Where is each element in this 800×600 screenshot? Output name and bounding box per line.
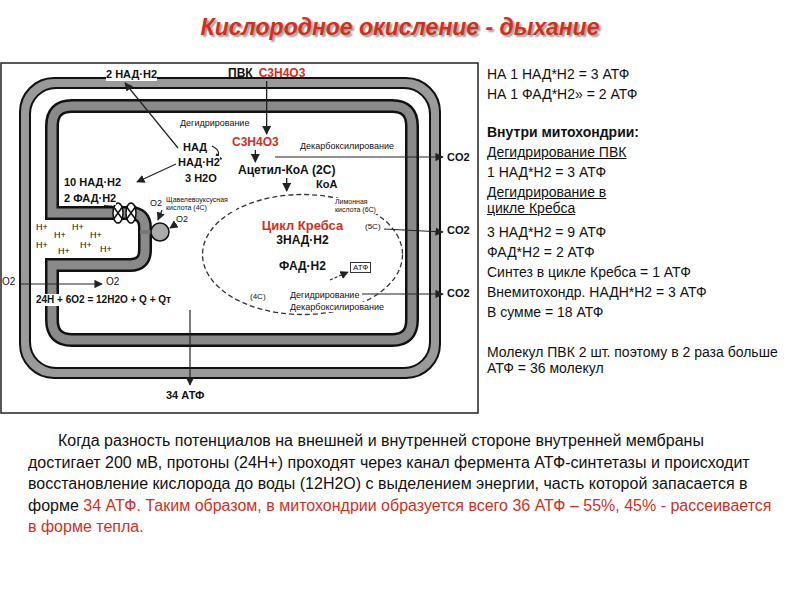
calculation-line: Дегидрирование ПВК [487, 144, 626, 160]
atp-label: АТФ [350, 262, 371, 273]
intermembrane-space [30, 88, 430, 368]
molecule-box: ПВК C3H4O3 [228, 66, 305, 80]
calculation-line: НА 1 НАД*Н2 = 3 АТФ [487, 66, 629, 82]
oxygen-label: О2 [106, 276, 119, 288]
proton-label: Н+ [100, 244, 112, 254]
oxygen-label: О2 [176, 214, 188, 224]
co2-label: CO2 [447, 224, 470, 237]
atp-synthase [113, 203, 169, 241]
process-label: Дегидрирование [290, 290, 359, 300]
proton-label: Н+ [72, 222, 84, 232]
pathway-arrow [286, 178, 287, 191]
oxygen-label: О2 [150, 198, 162, 208]
proton-label: Н+ [90, 230, 102, 240]
slide-title: Кислородное окисление - дыхание [0, 14, 800, 41]
frame [1, 63, 478, 413]
molecule-box: Ацетил-КоА (2С) [238, 163, 335, 177]
equation: 24Н + 6О2 = 12Н2О + Q + Qт [36, 294, 171, 306]
cofactor-label: КоА [316, 178, 337, 191]
carbon-count: (5С) [365, 222, 381, 231]
molecule-label: 3 Н2О [185, 172, 217, 185]
pathway-arrow [266, 81, 267, 134]
calculation-line: НА 1 ФАД*Н2» = 2 АТФ [487, 86, 637, 102]
node-text: ПВК [228, 66, 253, 80]
calculation-line: ФАД*Н2 = 2 АТФ [487, 244, 595, 260]
calculation-line: Дегидрирование в цикле Кребса [487, 184, 637, 216]
node-text: C3H4O3 [259, 66, 306, 80]
cofactor-label: 10 НАД·Н2 [64, 176, 121, 189]
acid-label: Лимонная кислота (6С) [335, 198, 390, 214]
oxygen-label: О2 [2, 276, 15, 288]
cofactor-label: 2 НАД·Н2 [106, 68, 157, 81]
paragraph-text: 34 АТФ. Таким образом, в митохондрии обр… [28, 497, 771, 536]
co2-label: CO2 [447, 287, 470, 300]
calculation-line: Внутри митохондрии: [487, 124, 639, 140]
process-label: Дегидрирование [180, 118, 249, 128]
acid-label: Щавелевоуксусная кислота (4С) [166, 196, 236, 212]
atp-output: 34 АТФ [166, 389, 204, 402]
arrows [20, 83, 443, 385]
cofactor-label: НАД·Н2 [178, 156, 220, 169]
node-text: Ацетил-КоА (2С) [238, 163, 335, 177]
process-label: Декарбоксилирование [290, 302, 384, 312]
calculation-line: В сумме = 18 АТФ [487, 304, 604, 320]
cofactor-label: НАД [183, 141, 207, 154]
proton-label: Н+ [54, 230, 66, 240]
cofactor-label: 2 ФАД·Н2 [64, 192, 116, 205]
calculation-line: 1 НАД*Н2 = 3 АТФ [487, 164, 606, 180]
node-text: C3H4O3 [232, 135, 279, 149]
proton-label: Н+ [36, 240, 48, 250]
proton-label: Н+ [80, 240, 92, 250]
proton-label: Н+ [58, 246, 70, 256]
calculation-line: Синтез в цикле Кребса = 1 АТФ [487, 264, 691, 280]
node-text: 3НАД·Н2 [276, 233, 328, 247]
explanation-paragraph: Когда разность потенциалов на внешней и … [28, 430, 773, 538]
outer-membrane [20, 78, 440, 378]
co2-label: CO2 [447, 151, 470, 164]
calculation-line: Внемитохондр. НАДН*Н2 = 3 АТФ [487, 284, 707, 300]
node-text: Цикл Кребса [262, 218, 343, 233]
process-label: Декарбоксилирование [300, 141, 394, 151]
pathway-arrow [255, 150, 256, 162]
node-text: ФАД·Н2 [279, 259, 326, 273]
calculation-line: 3 НАД*Н2 = 9 АТФ [487, 224, 606, 240]
calculation-line: Молекул ПВК 2 шт. поэтому в 2 раза больш… [487, 344, 787, 376]
molecule-box: C3H4O3 [232, 135, 279, 149]
carbon-count: (4С) [250, 292, 266, 301]
proton-label: Н+ [36, 222, 48, 232]
